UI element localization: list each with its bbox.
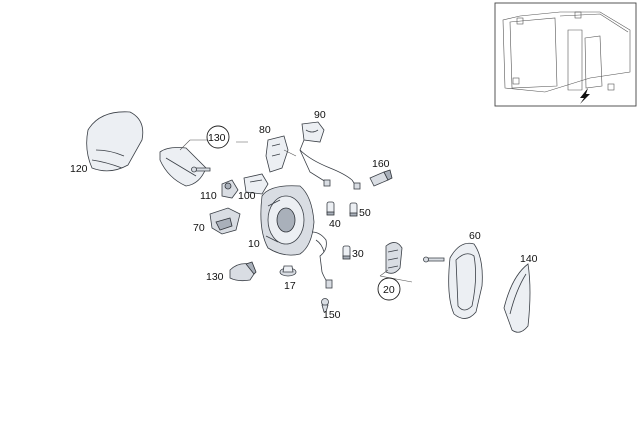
part-50-bulb[interactable]: [349, 202, 358, 217]
label-50: 50: [359, 207, 371, 219]
label-140: 140: [520, 253, 538, 265]
ref-circle-130: [206, 125, 230, 149]
part-60-mirror-glass[interactable]: [448, 242, 483, 319]
part-10-mirror-housing[interactable]: [260, 185, 333, 289]
part-30-bulb[interactable]: [342, 245, 351, 260]
label-80: 80: [259, 124, 271, 136]
screw-60: [423, 256, 445, 263]
label-110: 110: [200, 190, 217, 202]
part-130-cover[interactable]: [229, 261, 257, 282]
part-40-bulb[interactable]: [326, 201, 335, 216]
label-150: 150: [323, 309, 341, 321]
label-160: 160: [372, 158, 390, 170]
label-40: 40: [329, 218, 341, 230]
location-arrow-icon: [580, 88, 590, 104]
part-110-motor[interactable]: [221, 179, 239, 199]
part-90-cable[interactable]: [299, 121, 361, 190]
ref-circle-20: [377, 277, 401, 301]
part-17-grommet[interactable]: [279, 265, 297, 277]
label-20: 20: [383, 284, 395, 296]
label-70: 70: [193, 222, 205, 234]
label-10: 10: [248, 238, 260, 250]
part-70-mirror-base[interactable]: [209, 207, 241, 235]
part-150-screw[interactable]: [321, 298, 329, 313]
label-130-top: 130: [208, 132, 226, 144]
part-140-glass[interactable]: [503, 263, 531, 333]
part-130-turn-signal[interactable]: [159, 139, 248, 187]
part-80-bracket[interactable]: [265, 135, 297, 173]
label-130-bottom: 130: [206, 271, 224, 283]
part-20-glass-carrier[interactable]: [379, 242, 413, 283]
label-60: 60: [469, 230, 481, 242]
vehicle-locator-inset: [494, 2, 637, 107]
screw-130: [191, 166, 211, 173]
label-90: 90: [314, 109, 326, 121]
part-160-connector[interactable]: [369, 169, 393, 187]
part-100-actuator[interactable]: [243, 173, 269, 195]
part-120-mirror-cap[interactable]: [86, 111, 144, 172]
label-30: 30: [352, 248, 364, 260]
label-120: 120: [70, 163, 88, 175]
label-100: 100: [238, 190, 256, 202]
label-17: 17: [284, 280, 296, 292]
